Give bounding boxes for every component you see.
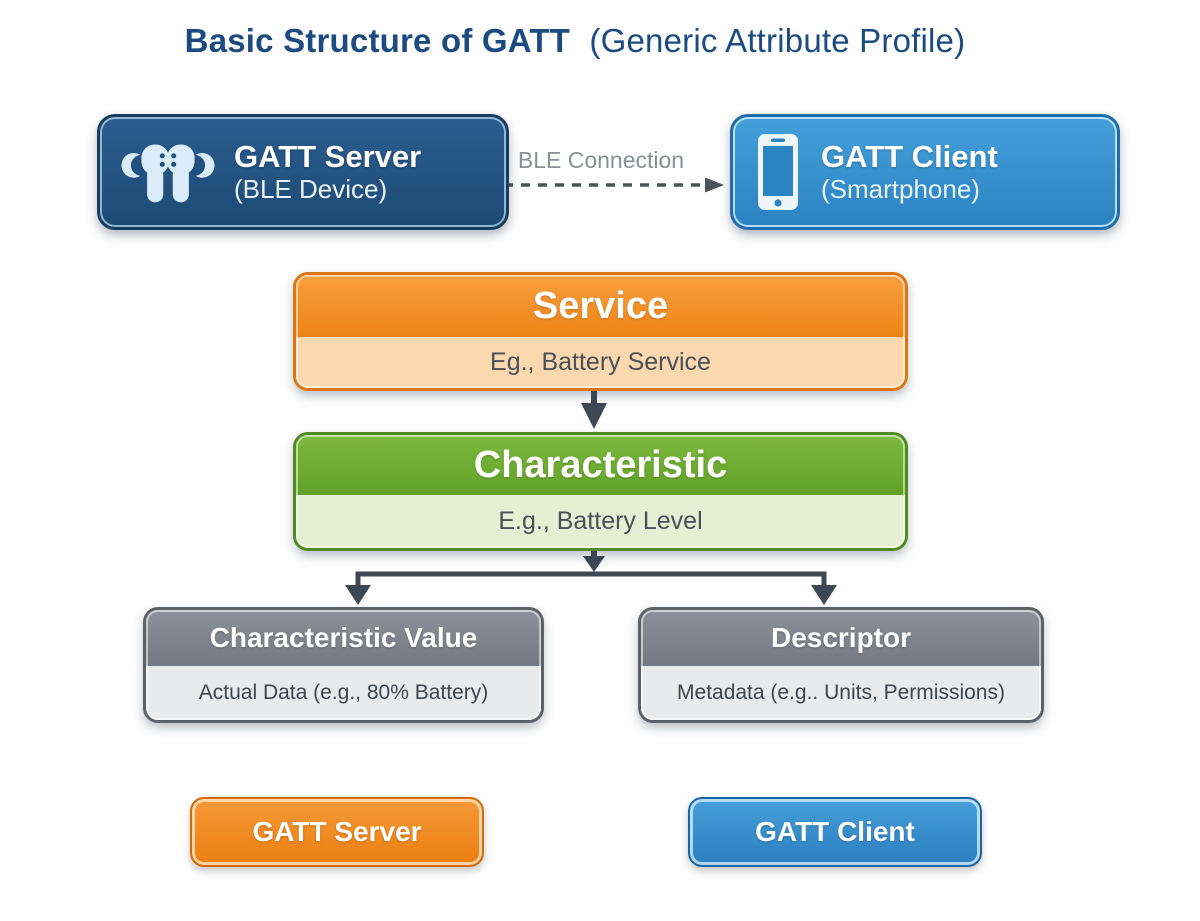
characteristic-value-header: Characteristic Value [146,610,541,666]
characteristic-example-text: E.g., Battery Level [498,507,703,535]
legend-gatt-server: GATT Server [190,797,484,867]
gatt-server-subtitle: (BLE Device) [234,173,388,204]
descriptor-title: Descriptor [770,622,912,653]
page-title-sub: (Generic Attribute Profile) [589,22,966,59]
service-example-text: Eg., Battery Service [490,348,711,376]
characteristic-value-example-text: Actual Data (e.g., 80% Battery) [198,681,489,704]
ble-connection-arrow [487,177,724,193]
descriptor-example-text: Metadata (e.g.. Units, Permissions) [677,681,1005,704]
service-example: Eg., Battery Service [296,337,905,388]
characteristic-header: Characteristic [296,435,905,495]
characteristic-value-example: Actual Data (e.g., 80% Battery) [146,666,541,720]
characteristic-value-title: Characteristic Value [209,622,478,653]
gatt-client-title: GATT Client [821,139,998,175]
gatt-client-box: GATT Client (Smartphone) [730,114,1120,230]
page-title: Basic Structure of GATT (Generic Attribu… [0,22,1150,60]
gatt-server-title: GATT Server [234,139,422,175]
service-header: Service [296,275,905,337]
ble-connection-label: BLE Connection [517,147,685,173]
service-node: Service Eg., Battery Service [293,272,908,391]
gatt-server-box: GATT Server (BLE Device) [97,114,509,230]
smartphone-icon [758,134,798,210]
page-title-main: Basic Structure of GATT [184,22,571,59]
service-to-characteristic-arrow [581,387,607,429]
earbuds-icon [121,144,215,203]
service-title: Service [532,284,669,327]
descriptor-node: Descriptor Metadata (e.g.. Units, Permis… [638,607,1044,723]
gatt-server-text: GATT Server (BLE Device) [234,139,421,205]
characteristic-value-node: Characteristic Value Actual Data (e.g., … [143,607,544,723]
gatt-client-subtitle: (Smartphone) [821,173,980,204]
characteristic-title: Characteristic [473,443,728,486]
characteristic-node: Characteristic E.g., Battery Level [293,432,908,551]
characteristic-example: E.g., Battery Level [296,495,905,548]
gatt-client-text: GATT Client (Smartphone) [821,139,998,205]
descriptor-example: Metadata (e.g.. Units, Permissions) [641,666,1041,720]
legend-gatt-client: GATT Client [688,797,982,867]
descriptor-header: Descriptor [641,610,1041,666]
characteristic-branch-connector [345,546,837,605]
